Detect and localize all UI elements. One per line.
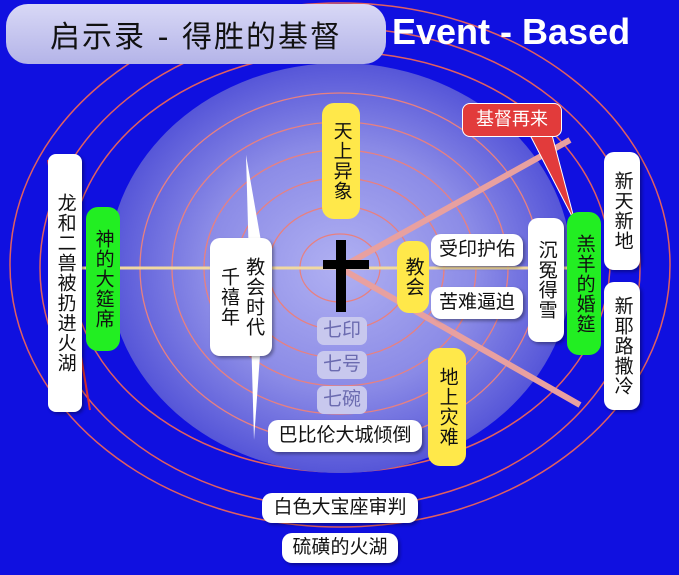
church-label: 教会 <box>402 257 425 297</box>
lamb-wedding-box: 羔羊的婚筵 <box>567 212 601 355</box>
sulfur-lake-label: 硫磺的火湖 <box>292 536 388 559</box>
white-throne-label: 白色大宝座审判 <box>273 496 407 519</box>
persecuted-box: 苦难逼迫 <box>431 287 523 319</box>
page-title: 启示录 - 得胜的基督 <box>6 4 386 64</box>
persecuted-label: 苦难逼迫 <box>438 291 515 314</box>
ray-upper <box>338 137 572 271</box>
new-jerusalem-label: 新耶路撒冷 <box>611 296 634 396</box>
earth-disaster-label: 地上灾难 <box>436 367 459 447</box>
church-box: 教会 <box>397 241 429 313</box>
second-coming-callout: 基督再来 <box>462 103 562 137</box>
babylon-fall-box: 巴比伦大城倾倒 <box>268 420 422 452</box>
earth-disaster-box: 地上灾难 <box>428 348 466 466</box>
seven-seals-box: 七印 <box>317 317 367 345</box>
gods-feast-box: 神的大筵席 <box>86 207 120 351</box>
millennium-label: 千禧年 <box>218 267 240 327</box>
ray-lower <box>338 265 582 408</box>
sealed-box: 受印护佑 <box>431 234 523 266</box>
church-age-label: 教会时代 <box>243 257 266 337</box>
white-throne-box: 白色大宝座审判 <box>262 493 418 523</box>
avenged-label: 沉冤得雪 <box>535 240 558 320</box>
seven-trumpets-label: 七号 <box>322 353 361 376</box>
lake-fire-box: 龙和二兽被扔进火湖 <box>48 154 82 412</box>
seven-seals-label: 七印 <box>322 319 361 342</box>
heaven-sign-box: 天上异象 <box>322 103 360 219</box>
new-heaven-box: 新天新地 <box>604 152 640 270</box>
seven-bowls-box: 七碗 <box>317 386 367 414</box>
lake-fire-label: 龙和二兽被扔进火湖 <box>54 193 77 373</box>
seven-trumpets-box: 七号 <box>317 351 367 379</box>
heaven-sign-label: 天上异象 <box>330 121 353 201</box>
new-jerusalem-box: 新耶路撒冷 <box>604 282 640 410</box>
outer-ring-1 <box>9 2 671 528</box>
new-heaven-label: 新天新地 <box>611 171 634 251</box>
lamb-wedding-label: 羔羊的婚筵 <box>573 233 596 334</box>
babylon-fall-label: 巴比伦大城倾倒 <box>278 424 412 447</box>
sulfur-lake-box: 硫磺的火湖 <box>282 533 398 563</box>
gods-feast-label: 神的大筵席 <box>92 229 115 329</box>
millennium-box: 教会时代 千禧年 <box>210 238 272 356</box>
subtitle: Event - Based <box>392 11 631 52</box>
cross-icon <box>323 240 369 312</box>
seven-bowls-label: 七碗 <box>322 388 361 411</box>
second-coming-label: 基督再来 <box>476 109 548 131</box>
avenged-box: 沉冤得雪 <box>528 218 564 342</box>
sealed-label: 受印护佑 <box>438 238 515 261</box>
